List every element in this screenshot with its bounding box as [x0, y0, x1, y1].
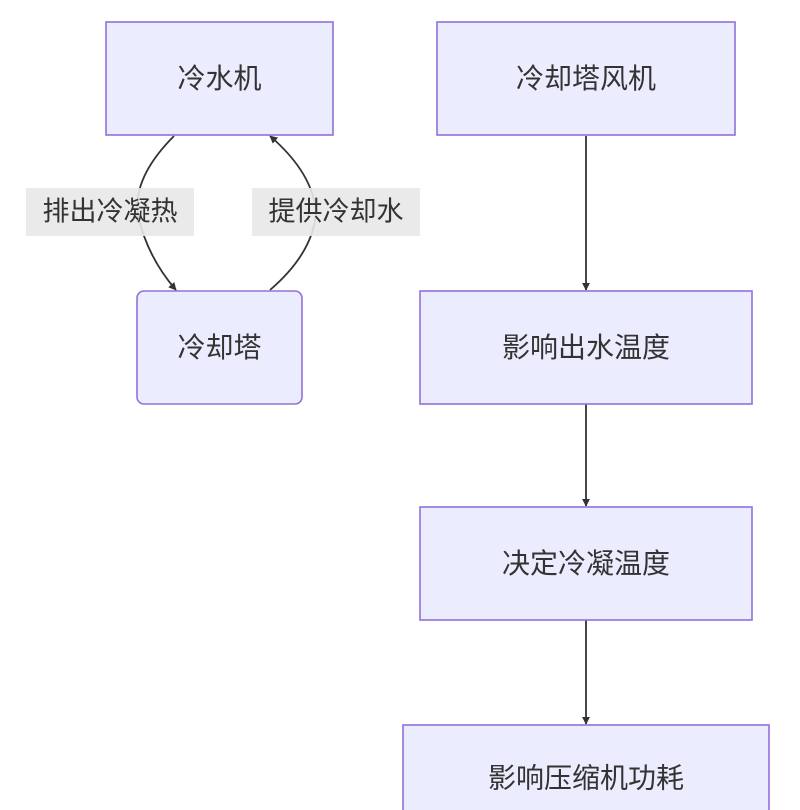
node-outlet-temperature: 影响出水温度	[419, 290, 753, 405]
edge-label-reject-heat: 排出冷凝热	[26, 188, 194, 236]
node-compressor-power-label: 影响压缩机功耗	[488, 762, 684, 795]
edge-label-reject-heat-text: 排出冷凝热	[43, 197, 178, 228]
node-condensing-temperature: 决定冷凝温度	[419, 506, 753, 621]
node-chiller: 冷水机	[105, 21, 334, 136]
node-compressor-power: 影响压缩机功耗	[402, 724, 770, 810]
node-outlet-temperature-label: 影响出水温度	[502, 331, 670, 364]
node-chiller-label: 冷水机	[177, 62, 261, 95]
edge-label-supply-water-text: 提供冷却水	[269, 197, 404, 228]
node-cooling-tower-fan: 冷却塔风机	[436, 21, 736, 136]
node-cooling-tower: 冷却塔	[136, 290, 303, 405]
edge-label-supply-water: 提供冷却水	[252, 188, 420, 236]
node-condensing-temperature-label: 决定冷凝温度	[502, 547, 670, 580]
node-cooling-tower-fan-label: 冷却塔风机	[516, 62, 656, 95]
node-cooling-tower-label: 冷却塔	[177, 331, 261, 364]
